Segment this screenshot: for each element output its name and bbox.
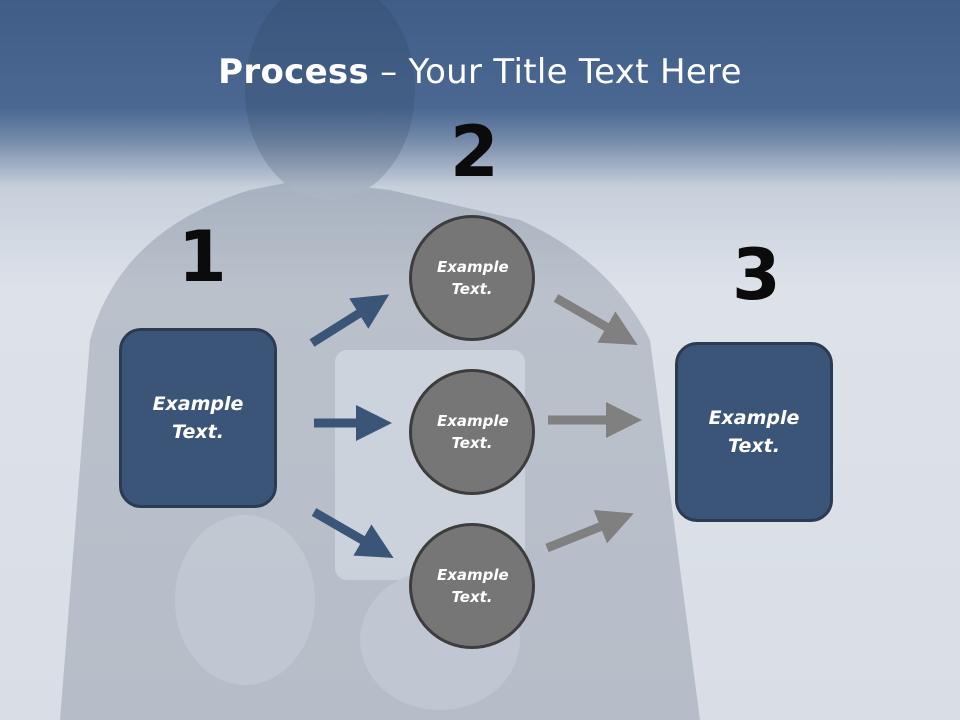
step-2-circle-bottom-text: Example Text.: [437, 565, 509, 607]
arrow-top-to-3: [553, 294, 638, 345]
step-2-circle-top: Example Text.: [409, 215, 535, 341]
step-2-circle-middle-text: Example Text.: [437, 411, 509, 453]
arrow-bottom-to-3: [545, 509, 634, 553]
arrow-1-to-top: [309, 294, 390, 347]
step-number-2: 2: [450, 111, 499, 193]
arrow-1-to-bottom: [311, 508, 394, 559]
step-2-circle-top-text: Example Text.: [437, 257, 509, 299]
step-3-box: Example Text.: [675, 342, 833, 522]
step-2-circle-bottom: Example Text.: [409, 523, 535, 649]
step-2-circle-middle: Example Text.: [409, 369, 535, 495]
slide-title: Process – Your Title Text Here: [218, 52, 742, 92]
step-1-box: Example Text.: [119, 328, 277, 508]
step-3-text: Example Text.: [708, 406, 800, 458]
step-number-1: 1: [178, 216, 227, 298]
step-1-text: Example Text.: [152, 392, 244, 444]
step-number-3: 3: [732, 234, 781, 316]
